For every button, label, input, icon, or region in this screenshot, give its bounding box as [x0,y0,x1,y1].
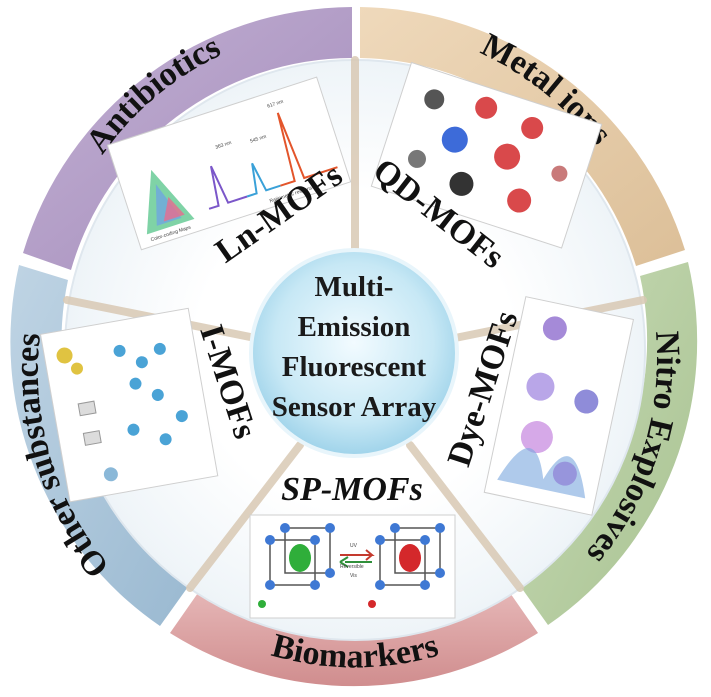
qd-mof-thumbnail [370,61,603,249]
svg-text:Vis: Vis [350,573,357,579]
svg-text:UV: UV [350,543,358,549]
center-line-2: Emission [298,311,411,343]
segment-antibiotics [23,7,352,270]
center-line-4: Sensor Array [272,391,437,423]
segment-nitro-explosives [518,262,698,625]
segment-metal-ions [360,7,685,266]
svg-text:363 nm: 363 nm [215,140,233,151]
i-mof-thumbnail [39,307,219,503]
mc-red-sphere [399,544,421,572]
center-line-3: Fluorescent [282,351,427,383]
svg-text:Reversible: Reversible [340,564,364,570]
svg-text:545 nm: 545 nm [249,134,267,145]
sp-green-sphere [289,544,311,572]
reversible-arrow [340,549,375,561]
svg-text:617 nm: 617 nm [266,99,284,110]
dye-mof-thumbnail [483,296,635,516]
label-sp-mofs: SP-MOFs [281,471,423,508]
sp-mof-thumbnail: UV Reversible Vis [249,514,456,619]
center-line-1: Multi- [315,271,394,303]
center-circle [249,248,459,458]
